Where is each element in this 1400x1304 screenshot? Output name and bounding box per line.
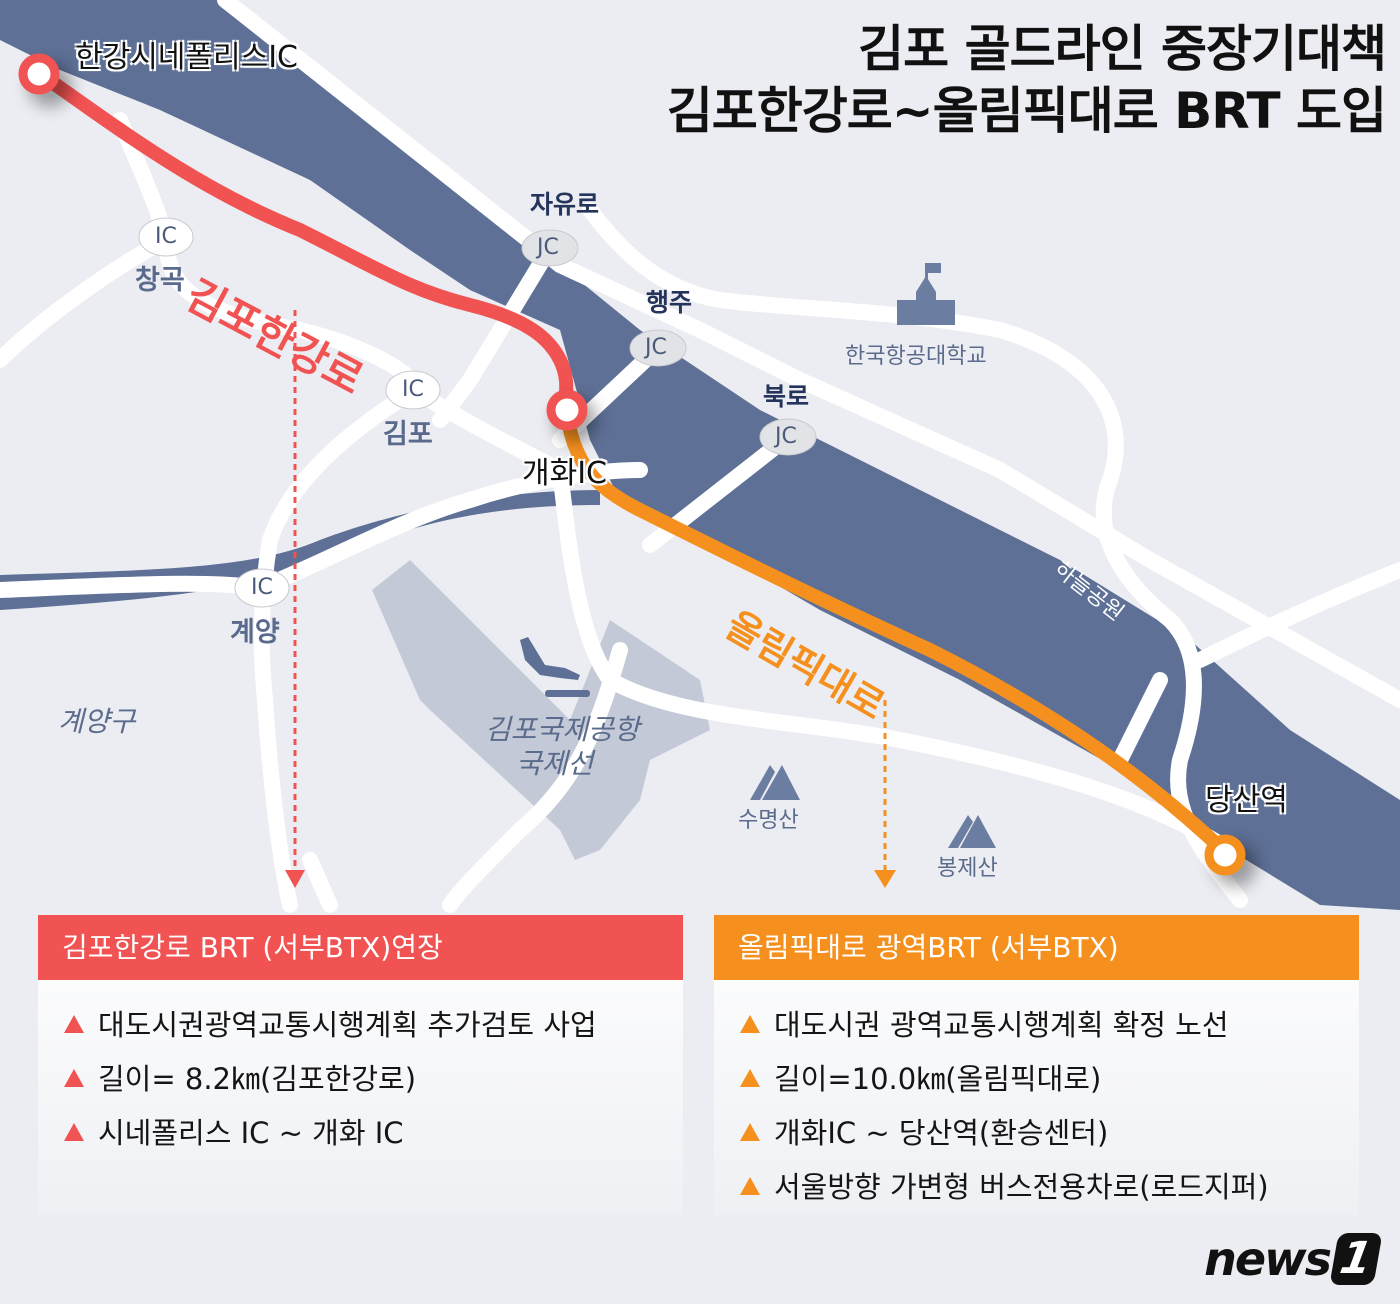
badge-jc-jayuro: JC xyxy=(537,235,559,260)
label-start-node: 한강시네폴리스IC xyxy=(75,40,298,75)
panel-gimpo-hangang-brt: 김포한강로 BRT (서부BTX)연장 대도시권광역교통시행계획 추가검토 사업… xyxy=(38,915,683,1215)
label-district: 계양구 xyxy=(58,705,136,738)
school-icon xyxy=(897,263,955,325)
node-start-icon xyxy=(18,53,60,95)
node-transfer-icon xyxy=(546,389,588,431)
mountain-icon xyxy=(948,815,996,848)
junction-badges xyxy=(138,217,817,608)
badge-ic-gimpo: IC xyxy=(402,377,424,402)
label-jc-haengju: 행주 xyxy=(646,288,693,317)
label-airport-intl: 국제선 xyxy=(516,747,594,780)
badge-ic-changgok: IC xyxy=(155,224,177,249)
panel-list-item: 시네폴리스 IC ~ 개화 IC xyxy=(64,1106,683,1160)
label-university: 한국항공대학교 xyxy=(845,344,987,369)
badge-jc-haengju: JC xyxy=(645,335,667,360)
triangle-bullet-icon xyxy=(64,1069,84,1087)
panel-list-item: 길이=10.0㎞(올림픽대로) xyxy=(740,1052,1359,1106)
orange-leader-arrow-icon xyxy=(874,870,896,888)
han-river xyxy=(0,0,1400,910)
badge-jc-bukro: JC xyxy=(775,424,797,449)
label-jc-bukro: 북로 xyxy=(763,382,810,411)
logo-text: news xyxy=(1204,1232,1332,1286)
label-mountain-sumyeong: 수명산 xyxy=(738,808,799,833)
airplane-landing-icon xyxy=(520,637,590,697)
label-transfer-node: 개화IC xyxy=(522,456,607,491)
panel-list-item: 대도시권광역교통시행계획 추가검토 사업 xyxy=(64,998,683,1052)
panel-list-item: 길이= 8.2㎞(김포한강로) xyxy=(64,1052,683,1106)
panel-list-item: 개화IC ~ 당산역(환승센터) xyxy=(740,1106,1359,1160)
triangle-bullet-icon xyxy=(740,1069,760,1087)
logo-badge: 1 xyxy=(1329,1233,1383,1285)
panel-list-item: 서울방향 가변형 버스전용차로(로드지퍼) xyxy=(740,1160,1359,1214)
label-ic-gyeyang: 계양 xyxy=(230,617,280,648)
label-mountain-bongje: 봉제산 xyxy=(937,856,998,881)
label-ic-gimpo: 김포 xyxy=(383,419,433,450)
page-title: 김포 골드라인 중장기대책 김포한강로~올림픽대로 BRT 도입 xyxy=(666,18,1387,142)
panel-list-item: 대도시권 광역교통시행계획 확정 노선 xyxy=(740,998,1359,1052)
triangle-bullet-icon xyxy=(740,1015,760,1033)
label-ic-changgok: 창곡 xyxy=(135,265,185,296)
han-river-park xyxy=(920,535,1170,700)
red-leader-arrow-icon xyxy=(285,870,305,888)
triangle-bullet-icon xyxy=(740,1177,760,1195)
title-line-1: 김포 골드라인 중장기대책 xyxy=(858,20,1387,78)
news1-logo: news 1 xyxy=(1204,1232,1383,1286)
label-airport: 김포국제공항 xyxy=(485,713,640,746)
label-jc-jayuro: 자유로 xyxy=(530,190,600,219)
mountain-icon xyxy=(750,765,800,800)
triangle-bullet-icon xyxy=(740,1123,760,1141)
label-end-node: 당산역 xyxy=(1205,783,1288,818)
panel-olympic-brt: 올림픽대로 광역BRT (서부BTX) 대도시권 광역교통시행계획 확정 노선 … xyxy=(714,915,1359,1215)
red-route-line xyxy=(35,68,574,417)
airport-area xyxy=(372,560,710,860)
panel-header: 김포한강로 BRT (서부BTX)연장 xyxy=(38,915,683,980)
orange-route-line xyxy=(563,423,1235,862)
badge-ic-gyeyang: IC xyxy=(251,575,273,600)
node-end-icon xyxy=(1204,834,1246,876)
panel-header: 올림픽대로 광역BRT (서부BTX) xyxy=(714,915,1359,980)
triangle-bullet-icon xyxy=(64,1015,84,1033)
title-line-2: 김포한강로~올림픽대로 BRT 도입 xyxy=(666,82,1387,140)
triangle-bullet-icon xyxy=(64,1123,84,1141)
